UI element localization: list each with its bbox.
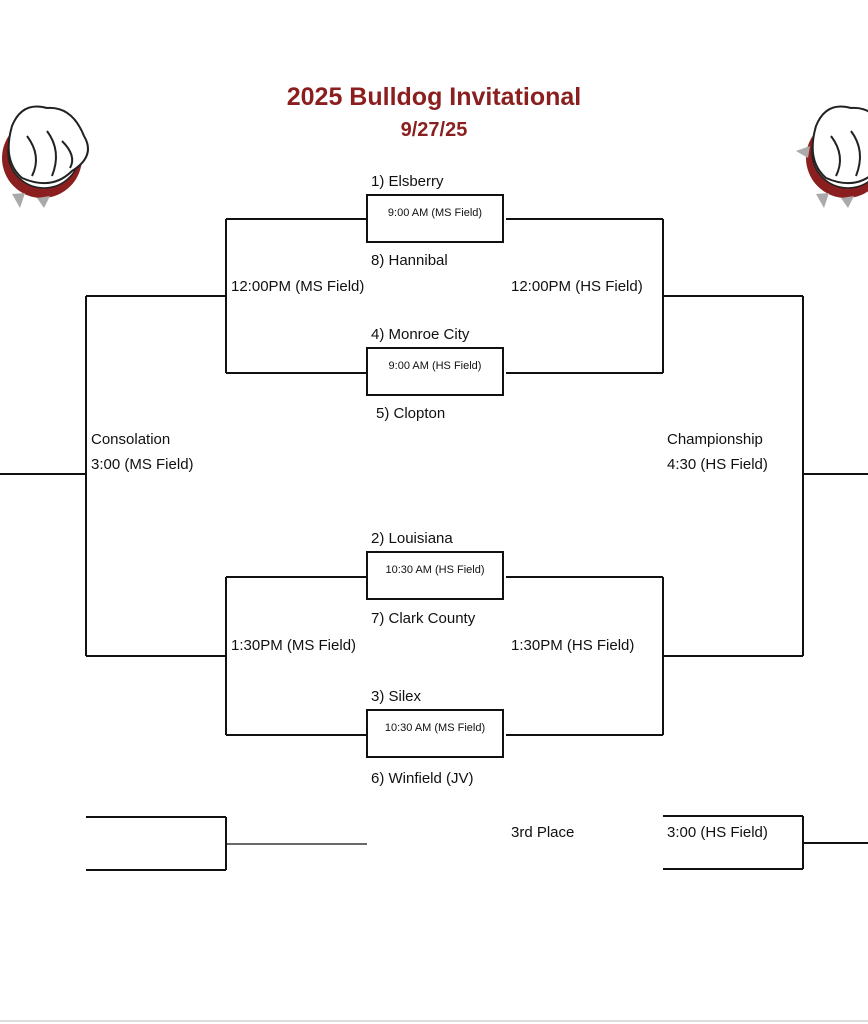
game-box: 9:00 AM (MS Field) <box>366 194 504 243</box>
round2-time: 12:00PM (HS Field) <box>511 278 643 295</box>
championship-label: Championship <box>667 431 763 448</box>
team-label: 1) Elsberry <box>371 173 444 190</box>
round2-time: 12:00PM (MS Field) <box>231 278 365 295</box>
team-label: 7) Clark County <box>371 610 476 627</box>
third-place-label: 3rd Place <box>511 824 575 841</box>
team-label: 8) Hannibal <box>371 252 448 269</box>
game-box: 10:30 AM (MS Field) <box>366 709 504 758</box>
team-label: 4) Monroe City <box>371 326 470 343</box>
game-box: 10:30 AM (HS Field) <box>366 551 504 600</box>
third-place-time: 3:00 (HS Field) <box>667 824 768 841</box>
round2-time: 1:30PM (MS Field) <box>231 637 357 654</box>
team-label: 3) Silex <box>371 688 422 705</box>
bulldog-logo-left <box>2 105 89 208</box>
team-label: 2) Louisiana <box>371 530 453 547</box>
consolation-label: Consolation <box>91 431 171 448</box>
team-label: 6) Winfield (JV) <box>371 770 474 787</box>
page-title: 2025 Bulldog Invitational <box>286 83 582 111</box>
round2-time: 1:30PM (HS Field) <box>511 637 635 654</box>
consolation-time: 3:00 (MS Field) <box>91 456 194 473</box>
bulldog-logo-right <box>796 105 868 208</box>
team-label: 5) Clopton <box>376 405 446 422</box>
event-date: 9/27/25 <box>400 119 468 141</box>
game-box: 9:00 AM (HS Field) <box>366 347 504 396</box>
championship-time: 4:30 (HS Field) <box>667 456 768 473</box>
